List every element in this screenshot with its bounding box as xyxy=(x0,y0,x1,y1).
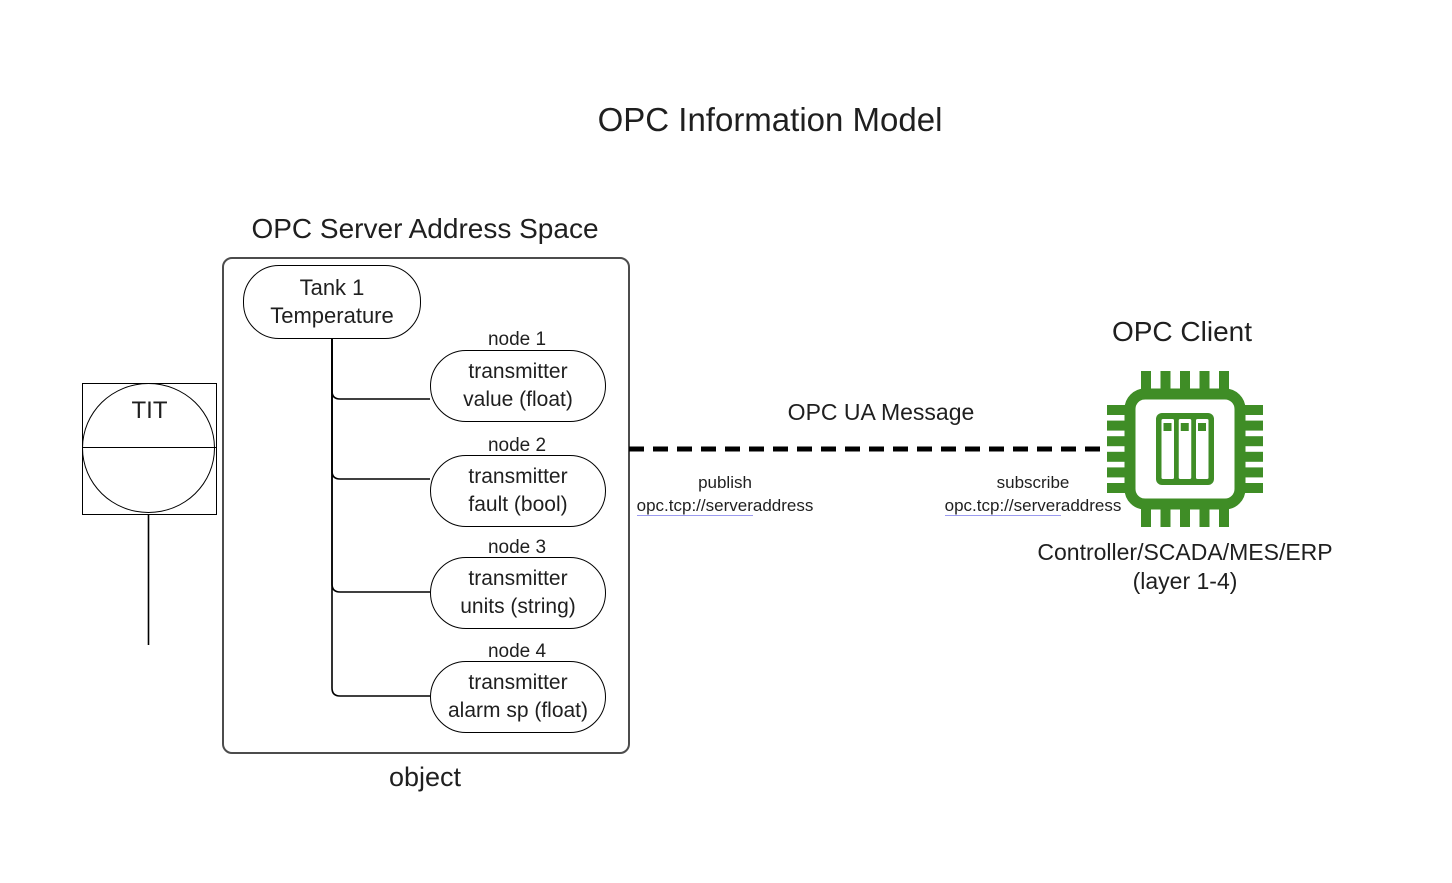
client-caption-line1: Controller/SCADA/MES/ERP xyxy=(1037,539,1333,565)
chip-icon xyxy=(1105,369,1265,529)
node-1-label: node 1 xyxy=(487,329,547,350)
node-2-pill: transmitter fault (bool) xyxy=(430,455,606,527)
node-4-text-line1: transmitter xyxy=(468,671,568,694)
instrument-symbol: TIT xyxy=(82,383,217,515)
opc-client-heading: OPC Client xyxy=(1111,316,1253,347)
node-2-text-line2: fault (bool) xyxy=(468,493,568,516)
client-caption-line2: (layer 1-4) xyxy=(1132,568,1238,594)
publish-url-underlined: opc.tcp://server xyxy=(636,496,753,516)
object-caption: object xyxy=(388,762,462,792)
node-1-pill: transmitter value (float) xyxy=(430,350,606,422)
subscribe-url-underlined: opc.tcp://server xyxy=(944,496,1061,516)
root-node-text-line2: Temperature xyxy=(270,303,394,328)
node-4-text-line2: alarm sp (float) xyxy=(447,699,589,722)
node-3-text-line1: transmitter xyxy=(468,567,568,590)
node-4-label: node 4 xyxy=(487,641,547,662)
node-1-text-line1: transmitter xyxy=(468,360,568,383)
instrument-tag-label: TIT xyxy=(131,397,168,424)
chip-icon-svg xyxy=(1107,371,1263,527)
client-caption: Controller/SCADA/MES/ERP (layer 1-4) xyxy=(1015,538,1355,596)
node-3-pill: transmitter units (string) xyxy=(430,557,606,629)
node-2-text-line1: transmitter xyxy=(468,465,568,488)
node-2-label: node 2 xyxy=(487,435,547,456)
publish-action-label: publish xyxy=(698,473,752,492)
subscribe-url: opc.tcp://serveraddress xyxy=(923,494,1143,517)
instrument-circle-icon xyxy=(82,383,215,513)
publish-endpoint: publish opc.tcp://serveraddress xyxy=(615,471,835,517)
root-node-tank-temperature: Tank 1 Temperature xyxy=(243,265,421,339)
page-title: OPC Information Model xyxy=(597,101,943,138)
publish-url: opc.tcp://serveraddress xyxy=(615,494,835,517)
instrument-divider-line xyxy=(83,447,216,448)
node-3-text-line2: units (string) xyxy=(460,595,576,618)
publish-url-rest: address xyxy=(752,496,814,515)
node-1-text-line2: value (float) xyxy=(463,388,573,411)
root-node-text-line1: Tank 1 xyxy=(299,275,365,300)
node-3-label: node 3 xyxy=(487,537,547,558)
subscribe-url-rest: address xyxy=(1060,496,1122,515)
subscribe-endpoint: subscribe opc.tcp://serveraddress xyxy=(923,471,1143,517)
node-4-pill: transmitter alarm sp (float) xyxy=(430,661,606,733)
subscribe-action-label: subscribe xyxy=(996,473,1070,492)
opc-ua-message-label: OPC UA Message xyxy=(787,399,975,425)
server-address-space-heading: OPC Server Address Space xyxy=(251,213,599,244)
